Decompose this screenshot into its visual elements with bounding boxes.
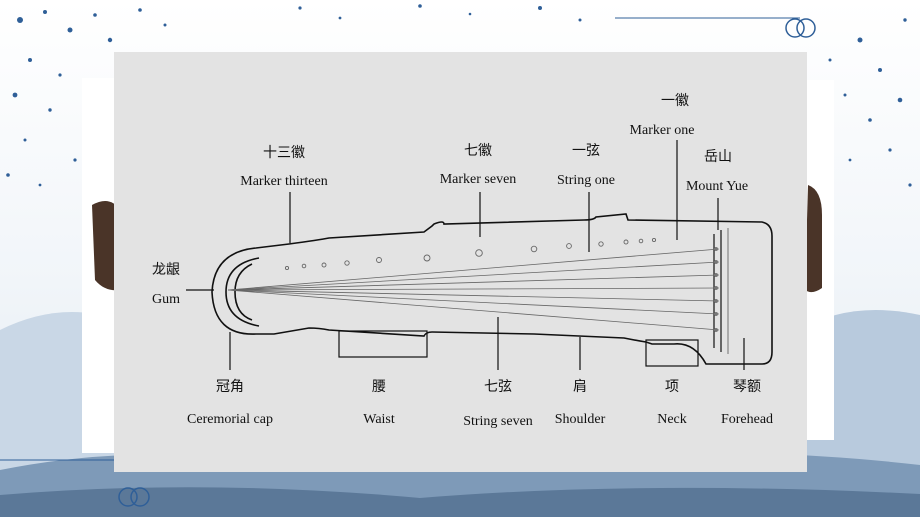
label-neck-zh: 项 (665, 379, 679, 395)
label-ceremorial-cap: Ceremorial cap (187, 412, 273, 427)
label-marker-thirteen: Marker thirteen (240, 174, 328, 189)
guqin-diagram-panel: 十三徽 Marker thirteen 七徽 Marker seven 一弦 S… (114, 52, 807, 472)
label-neck: Neck (657, 412, 687, 427)
label-ceremorial-cap-zh: 冠角 (216, 379, 244, 395)
label-gum: Gum (152, 292, 180, 307)
label-waist: Waist (363, 412, 395, 427)
label-mount-yue: Mount Yue (685, 179, 749, 194)
label-waist-zh: 腰 (372, 379, 386, 395)
label-string-one: String one (557, 173, 615, 188)
label-mount-yue-zh: 岳山 (704, 149, 732, 165)
guqin-body (211, 213, 773, 365)
strings (227, 248, 720, 331)
label-marker-seven: Marker seven (439, 172, 517, 187)
label-shoulder: Shoulder (554, 412, 606, 427)
label-marker-seven-zh: 七徽 (464, 143, 492, 159)
label-shoulder-zh: 肩 (573, 379, 587, 395)
label-marker-one-zh: 一徽 (661, 93, 689, 109)
label-marker-one: Marker one (629, 123, 695, 138)
label-forehead: Forehead (720, 412, 774, 427)
label-marker-thirteen-zh: 十三徽 (263, 145, 305, 161)
label-string-seven-zh: 七弦 (484, 379, 512, 395)
hui-markers (284, 237, 657, 271)
label-string-seven: String seven (463, 414, 533, 429)
label-string-one-zh: 一弦 (572, 143, 600, 159)
guqin-diagram (186, 140, 773, 370)
label-forehead-zh: 琴额 (733, 379, 761, 395)
label-gum-zh: 龙龈 (152, 262, 180, 278)
